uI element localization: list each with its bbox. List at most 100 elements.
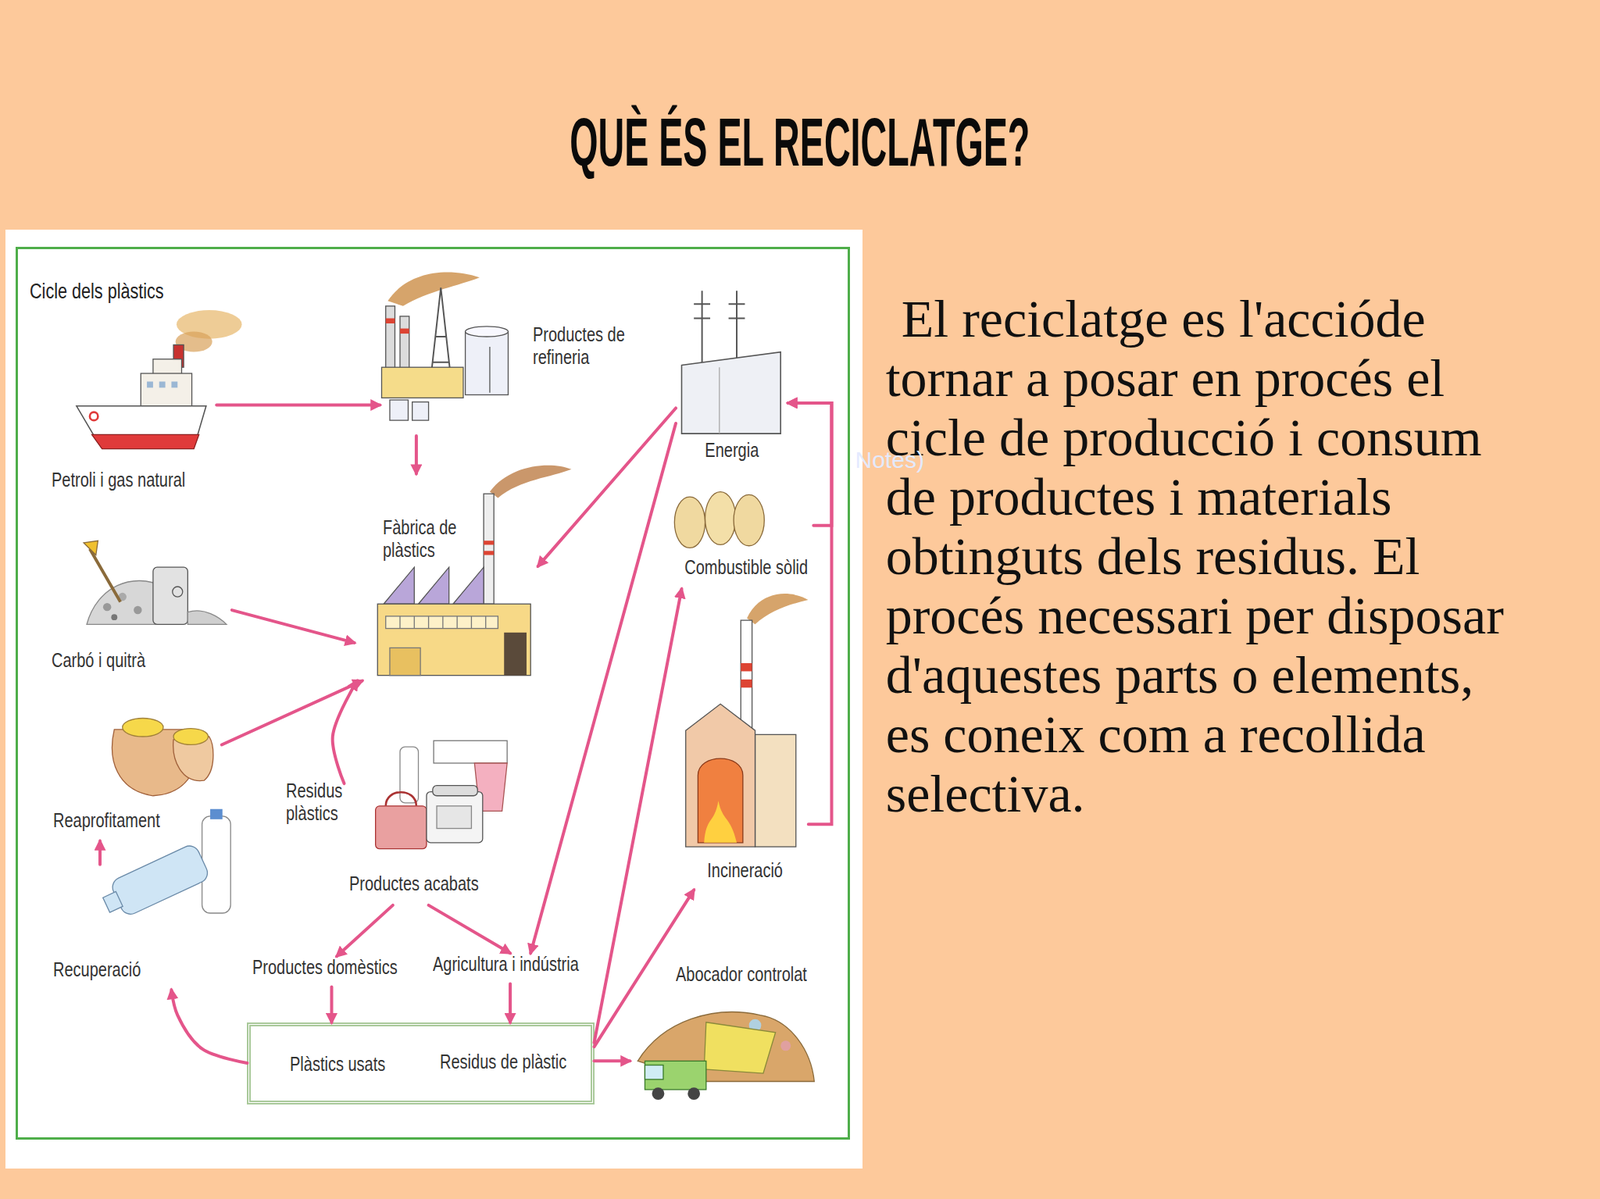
cycle-stage: Petroli i gas natural [48, 344, 218, 503]
landfill-picture [637, 1012, 815, 1100]
flow-arrow [428, 905, 511, 954]
cycle-stage: Recuperació [48, 864, 243, 991]
stage-label: Productes acabats [349, 872, 479, 896]
pellet-sacks-picture-part [173, 728, 208, 746]
stage-label: Recuperació [53, 958, 141, 982]
landfill-picture-part [644, 1065, 664, 1080]
body-text: El reciclatge es l'accióde tornar a posa… [885, 289, 1524, 824]
cycle-stage: Carbó i quitrà [48, 532, 233, 681]
coal-picture-part [110, 614, 118, 621]
products-picture-part [426, 792, 483, 843]
stage-label: Combustible sòlid [685, 556, 800, 579]
incinerator-picture-part [740, 620, 752, 735]
flow-arrow [336, 905, 393, 957]
incinerator-picture-part [685, 703, 756, 847]
diagram-heading: Cicle dels plàstics [29, 279, 165, 304]
ship-picture-part [159, 381, 166, 388]
refinery-picture-part [385, 306, 396, 370]
factory-picture-part [377, 603, 531, 675]
sacks-picture [674, 492, 765, 549]
incinerator-picture-part [755, 734, 797, 847]
title-row: QUÈ ÉS EL RECICLATGE? [0, 107, 1600, 177]
coal-picture [83, 540, 227, 625]
stage-label: Petroli i gas natural [51, 468, 186, 492]
cycle-stage: Energia [675, 288, 789, 472]
flow-arrow [414, 435, 418, 474]
refinery-picture [381, 272, 508, 422]
stage-label: Abocador controlat [675, 963, 808, 986]
sacks-picture-part [733, 494, 765, 546]
flow-arrow [332, 681, 358, 785]
factory-picture-part [453, 567, 484, 604]
landfill-picture-part [652, 1087, 665, 1100]
flow-arrow [594, 889, 695, 1047]
bottles-picture-part-part [109, 842, 211, 918]
landfill-picture-part [780, 1040, 791, 1051]
ship-picture-part [140, 373, 192, 408]
refinery-picture-part [489, 346, 490, 393]
refinery-picture-part [381, 367, 463, 398]
bottles-picture-part [98, 842, 211, 923]
cycle-stage: Agricultura i indústria [431, 953, 593, 984]
ship-picture-part [92, 434, 200, 449]
flow-arrow [171, 989, 247, 1064]
flow-arrow [221, 681, 363, 746]
bottles-picture-part [202, 816, 232, 914]
flow-arrow [594, 589, 683, 1043]
cycle-stage: Reaprofitament [48, 701, 222, 842]
incinerator-picture-part [740, 679, 752, 688]
products-picture-part [375, 806, 427, 850]
flow-arrow [538, 407, 676, 566]
factory-picture [377, 465, 572, 676]
bottles-picture-part [210, 809, 223, 820]
pellet-sacks-picture [112, 718, 214, 797]
factory-picture-part [385, 616, 499, 629]
factory-picture-part [383, 567, 415, 604]
ship-picture-part [89, 412, 98, 421]
coal-picture-part [89, 549, 121, 603]
faint-note: Notes) [855, 446, 925, 474]
power-plant-picture-part [681, 352, 781, 434]
pellet-sacks-picture-part [122, 718, 164, 738]
cycle-stage: Fàbrica de plàstics [354, 473, 539, 681]
incinerator-picture-part [697, 758, 743, 843]
products-picture-part [432, 785, 478, 797]
cycle-stage: Productes domèstics [250, 956, 408, 987]
coal-picture-part [86, 581, 164, 625]
factory-picture-part [483, 493, 494, 604]
incinerator-picture-part [740, 663, 752, 672]
stage-label: Carbó i quitrà [51, 649, 146, 672]
coal-picture-part [83, 540, 98, 555]
landfill-picture-part [644, 1060, 706, 1090]
stage-label: Fàbrica de plàstics [382, 516, 477, 562]
refinery-picture-part [385, 318, 396, 325]
power-plant-picture [681, 290, 781, 434]
flow-arrow [530, 423, 676, 954]
factory-picture-part [503, 632, 527, 676]
products-picture [375, 740, 508, 849]
ship-picture-part [171, 381, 178, 388]
coal-picture-part [153, 567, 188, 625]
cycle-stage: Productes acabats [344, 732, 518, 906]
stage-label: Energia [686, 439, 777, 462]
stage-label: Productes de refineria [532, 323, 637, 369]
refinery-picture-part [400, 316, 410, 370]
stage-label: Plàstics usats [289, 1053, 386, 1076]
landfill-picture-part [687, 1087, 700, 1100]
stage-label: Incineració [693, 859, 797, 883]
ship-picture-part [146, 381, 154, 388]
refinery-picture-part [465, 326, 509, 337]
factory-picture-part [389, 647, 421, 675]
refinery-picture-part [389, 400, 409, 421]
sacks-picture-part [674, 496, 705, 548]
cycle-stage: Abocador controlat [629, 961, 819, 1105]
coal-picture-part [172, 586, 183, 597]
cycle-panel: Cicle dels plàsticsPetroli i gas natural… [15, 246, 850, 1140]
edge-label: Residus plàstics [285, 779, 361, 825]
waste-box: Plàstics usatsResidus de plàstic [246, 1022, 594, 1104]
incinerator-picture [685, 593, 809, 847]
flow-arrow [216, 403, 380, 408]
refinery-picture-part [400, 328, 410, 335]
illustration-part [76, 272, 815, 1100]
